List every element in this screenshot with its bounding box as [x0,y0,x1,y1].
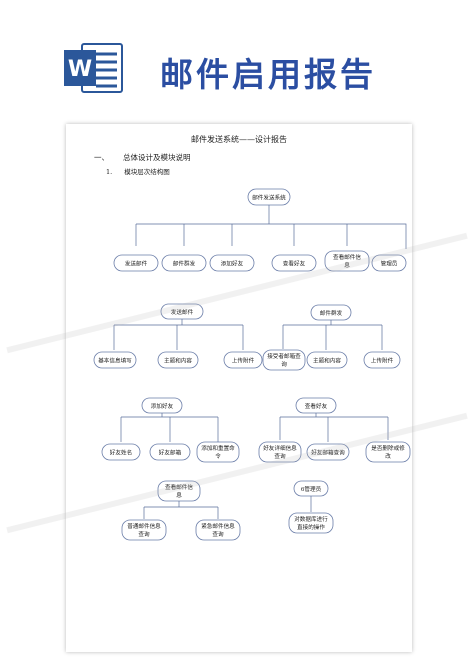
document-title: 邮件发送系统——设计报告 [191,135,287,144]
view-mail-child-2b: 查询 [212,530,224,538]
view-mail-child-1: 普通邮件信息 查询 [121,519,167,541]
svg-text:发送邮件: 发送邮件 [171,308,194,316]
svg-text:基本信息填写: 基本信息填写 [98,357,132,365]
view-mail-node: 查看邮件信 息 [157,480,201,502]
send-mail-child-3: 上传附件 [223,351,263,369]
level1-label-5a: 查看邮件信 [333,253,361,261]
add-friend-child-1: 好友姓名 [101,443,141,461]
add-friend-child-3b: 令 [215,452,221,460]
subsection-text: 模块层次结构图 [124,168,170,176]
admin-node: 6管理员 [293,480,329,497]
level1-label-5b: 息 [344,261,350,269]
level1-label-6: 管理员 [381,260,398,268]
svg-text:添加好友: 添加好友 [151,402,174,410]
admin-child-1: 对数据库进行 直接的操作 [288,512,334,534]
admin-child-1a: 对数据库进行 [294,515,328,523]
svg-text:邮件群发: 邮件群发 [320,309,343,317]
section-text: 总体设计及模块说明 [123,153,191,162]
group-mail-child-1a: 接受者邮箱查 [267,352,301,360]
send-mail-child-1: 基本信息填写 [93,351,137,369]
level1-node-5: 查看邮件信 息 [324,250,370,272]
level1-label-3: 添加好友 [221,260,244,268]
document-page: 邮件发送系统——设计报告 一、 总体设计及模块说明 1. 模块层次结构图 邮件发送系… [66,124,412,652]
view-friend-child-1b: 查询 [274,452,286,460]
add-friend-child-2: 好友邮箱 [149,443,191,461]
root-label: 邮件发送系统 [252,194,286,202]
admin-child-1b: 直接的操作 [297,523,325,531]
svg-text:好友邮箱查询: 好友邮箱查询 [311,449,345,457]
view-mail-label-b: 息 [176,491,182,499]
svg-text:上传附件: 上传附件 [371,357,394,365]
level1-node-2: 邮件群发 [161,254,207,272]
view-friend-child-1: 好友详细信息 查询 [258,441,302,463]
view-friend-child-3b: 改 [385,452,391,460]
view-friend-node: 查看好友 [295,397,337,414]
level1-node-3: 添加好友 [209,254,255,272]
svg-text:好友姓名: 好友姓名 [110,449,132,457]
subsection-heading: 1. 模块层次结构图 [106,166,170,176]
level1-label-4: 查看好友 [283,260,306,268]
view-mail-child-1a: 普通邮件信息 [127,522,161,530]
banner: W 邮件启用报告 [0,0,474,112]
view-friend-child-2: 好友邮箱查询 [306,443,350,461]
view-mail-label-a: 查看邮件信 [165,483,193,491]
group-mail-child-1: 接受者邮箱查 询 [262,349,306,371]
section-heading: 一、 总体设计及模块说明 [94,152,191,163]
view-friend-child-3: 是否删除或修 改 [365,441,411,463]
level1-node-1: 发送邮件 [113,254,159,272]
add-friend-node: 添加好友 [141,397,183,414]
view-friend-child-1a: 好友详细信息 [263,444,297,452]
banner-title: 邮件启用报告 [160,55,376,94]
level1-label-2: 邮件群发 [173,260,196,268]
add-friend-child-3a: 添加和重置命 [201,444,235,452]
module-hierarchy-diagram: 邮件发送系统 发送邮件 邮件群发 添加好友 查看好友 查看邮件信 息 管理员 [93,188,411,541]
view-mail-child-2: 紧急邮件信息 查询 [195,519,241,541]
level1-label-1: 发送邮件 [125,260,148,268]
svg-text:上传附件: 上传附件 [232,357,255,365]
subsection-number: 1. [106,168,113,176]
svg-text:主题和内容: 主题和内容 [313,357,341,365]
level1-node-4: 查看好友 [271,254,317,272]
view-mail-child-1b: 查询 [138,530,150,538]
send-mail-child-2: 主题和内容 [157,351,199,369]
group-mail-child-2: 主题和内容 [306,351,348,369]
send-mail-node: 发送邮件 [160,303,204,320]
view-friend-child-3a: 是否删除或修 [371,444,405,452]
group-mail-child-3: 上传附件 [363,351,401,369]
view-mail-child-2a: 紧急邮件信息 [201,522,235,530]
svg-text:好友邮箱: 好友邮箱 [159,449,182,457]
group-mail-node: 邮件群发 [310,304,352,321]
svg-text:查看好友: 查看好友 [305,402,328,410]
group-mail-child-1b: 询 [281,360,287,368]
svg-text:主题和内容: 主题和内容 [164,357,192,365]
root-node: 邮件发送系统 [247,188,291,206]
word-icon: W [64,43,123,93]
svg-text:6管理员: 6管理员 [301,485,322,493]
level1-node-6: 管理员 [371,254,407,272]
svg-text:W: W [68,57,92,82]
section-number: 一、 [94,153,109,162]
add-friend-child-3: 添加和重置命 令 [196,441,240,463]
